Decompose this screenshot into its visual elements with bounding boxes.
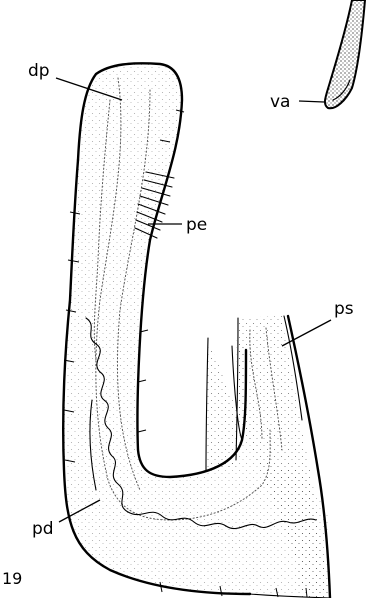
main-body <box>63 63 330 598</box>
figure-number: 19 <box>2 569 22 588</box>
leader-va <box>299 101 324 102</box>
vagina-structure <box>325 0 365 108</box>
label-pd: pd <box>32 519 54 539</box>
label-ps: ps <box>334 299 354 319</box>
label-va: va <box>270 92 290 112</box>
label-dp: dp <box>28 61 50 81</box>
label-pe: pe <box>186 215 207 235</box>
